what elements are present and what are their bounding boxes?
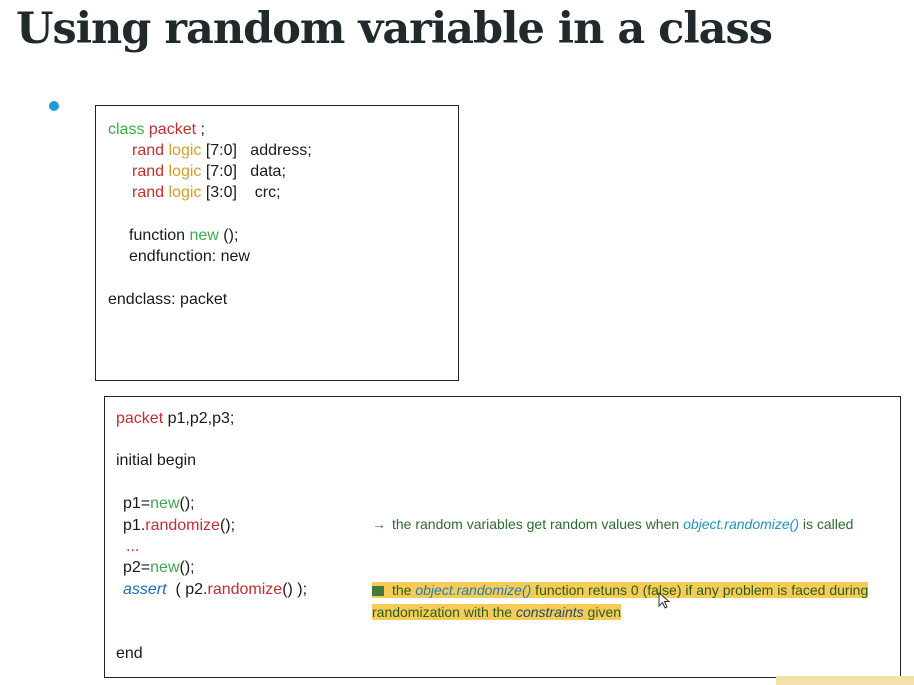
code-line: packet p1,p2,p3; [116, 409, 234, 429]
annotation-text: given [583, 604, 622, 620]
annotation-code-ref: constraints [515, 604, 584, 620]
code-text: (); [179, 495, 195, 512]
class-code-box [95, 105, 459, 381]
class-name: packet [148, 121, 197, 138]
code-line: p1=new(); [123, 494, 195, 514]
code-line: function new (); [129, 226, 238, 246]
code-line: p2=new(); [123, 558, 195, 578]
code-text: address; [236, 142, 312, 159]
code-line: initial begin [116, 452, 197, 469]
keyword-new: new [150, 559, 180, 576]
keyword-rand: rand [132, 142, 165, 159]
keyword-assert: assert [123, 581, 167, 598]
code-text: crc; [236, 184, 281, 201]
usage-code-box [104, 396, 901, 678]
code-text: ; [196, 121, 205, 138]
keyword-logic: logic [168, 142, 202, 159]
annotation-randomize-fail: the object.randomize() function retuns 0… [372, 579, 878, 623]
code-text: (); [179, 559, 195, 576]
highlight-marker-icon [372, 586, 384, 597]
slide-title: Using random variable in a class [16, 4, 773, 54]
bullet-point [49, 101, 59, 111]
code-line: end [116, 645, 143, 662]
code-line: endclass: packet [108, 291, 228, 308]
code-text: [3:0] [201, 184, 237, 201]
code-line: endfunction: new [129, 248, 250, 265]
code-text: () ); [282, 581, 308, 598]
mouse-pointer-icon [658, 592, 671, 609]
code-line: rand logic [7:0] data; [132, 162, 286, 182]
code-text: function [129, 227, 190, 244]
keyword-randomize: randomize [207, 581, 283, 598]
code-text: p2= [123, 559, 151, 576]
keyword-new: new [189, 227, 219, 244]
annotation-text: function retuns 0 (false) if any problem… [372, 582, 869, 620]
keyword-logic: logic [168, 163, 202, 180]
keyword-rand: rand [132, 163, 165, 180]
code-line: assert ( p2.randomize() ); [123, 580, 307, 600]
keyword-logic: logic [168, 184, 202, 201]
code-line: rand logic [7:0] address; [132, 141, 312, 161]
type-packet: packet [116, 410, 164, 427]
code-line: rand logic [3:0] crc; [132, 183, 281, 203]
annotation-text: the random variables get random values w… [392, 516, 684, 532]
keyword-new: new [150, 495, 180, 512]
corner-decoration [776, 676, 914, 685]
annotation-code-ref: object.randomize() [683, 516, 799, 532]
keyword-randomize: randomize [145, 517, 220, 534]
code-text: p1. [123, 517, 146, 534]
code-line: class packet ; [108, 120, 205, 140]
code-text: p1= [123, 495, 151, 512]
keyword-class: class [108, 121, 145, 138]
code-text: data; [236, 163, 286, 180]
annotation-code-ref: object.randomize() [415, 582, 532, 598]
code-text: [7:0] [201, 163, 237, 180]
code-text: (); [218, 227, 239, 244]
code-text: p1,p2,p3; [163, 410, 235, 427]
code-line: p1.randomize(); [123, 516, 235, 536]
arrow-icon: → [372, 516, 386, 532]
annotation-text: the [392, 582, 416, 598]
code-text: ( p2. [166, 581, 208, 598]
code-ellipsis: ... [126, 538, 140, 555]
annotation-randomize-called: → the random variables get random values … [372, 516, 853, 532]
code-text: [7:0] [201, 142, 237, 159]
code-text: (); [219, 517, 236, 534]
annotation-text: is called [799, 516, 854, 532]
keyword-rand: rand [132, 184, 165, 201]
